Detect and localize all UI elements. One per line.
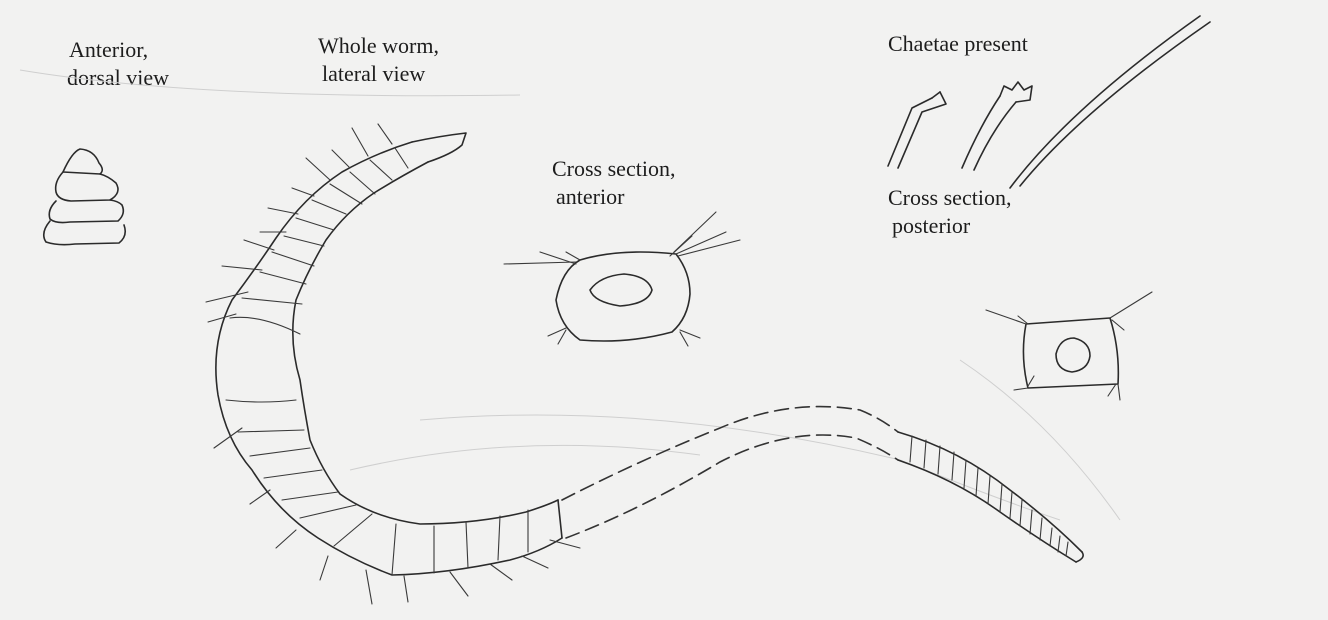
anterior-dorsal-sketch: [44, 149, 125, 245]
cross-section-posterior-sketch: [986, 292, 1152, 400]
cross-section-anterior-sketch: [504, 212, 740, 346]
whole-worm-sketch: [206, 124, 1083, 604]
faint-sketch-lines: [20, 70, 1120, 520]
chaetae-sketch: [888, 16, 1210, 188]
